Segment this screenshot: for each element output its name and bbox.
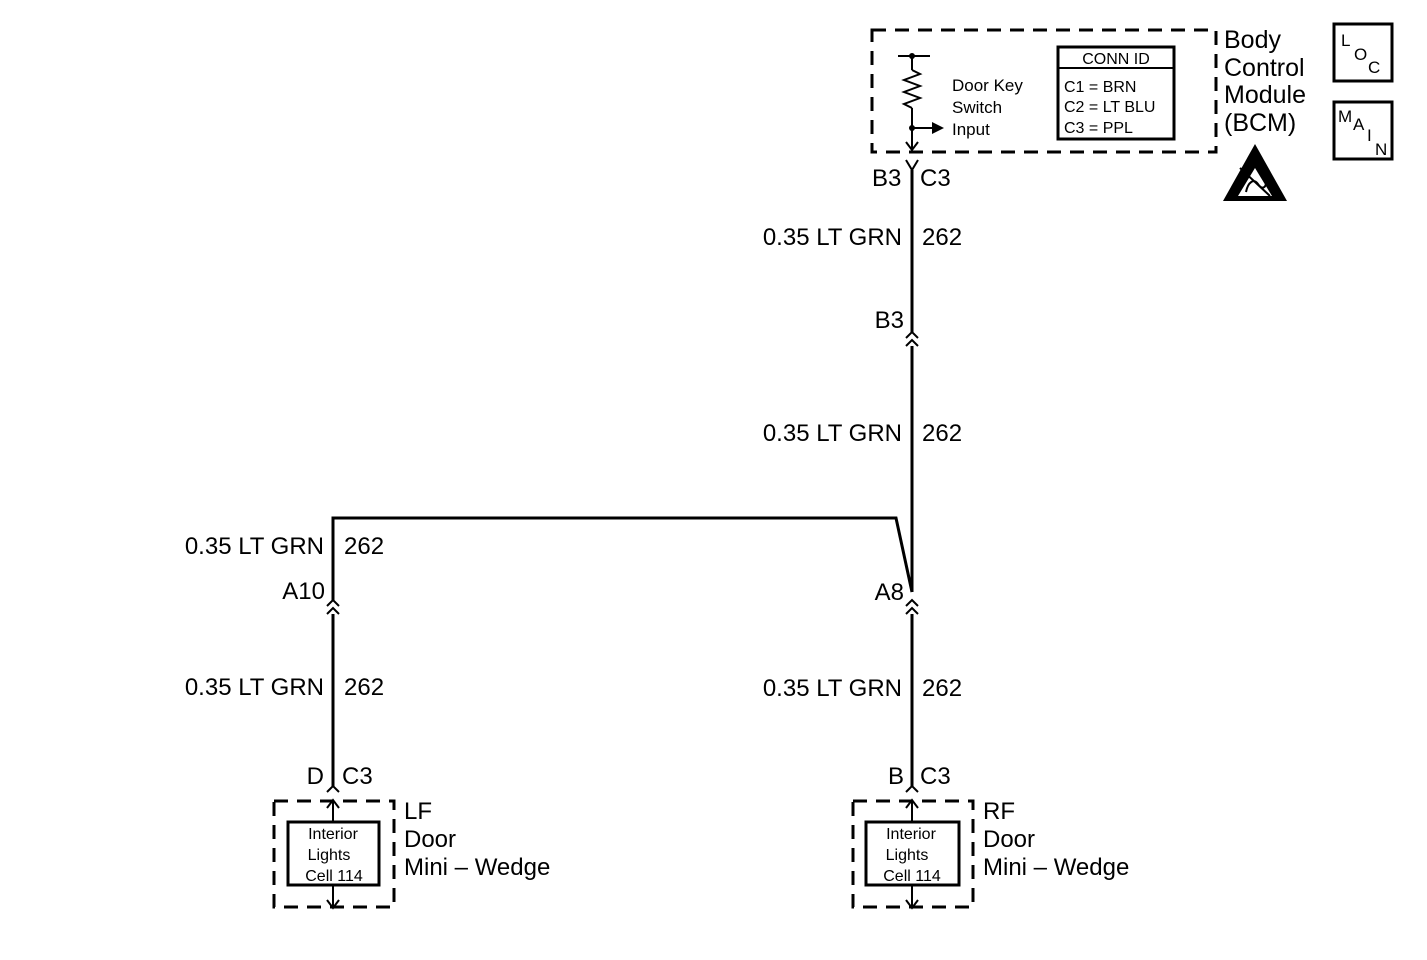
lf-name-2: Door: [404, 826, 456, 853]
wire2-gauge: 0.35 LT GRN: [763, 420, 902, 447]
bcm-title-3: Module: [1224, 81, 1306, 109]
bcm-title-4: (BCM): [1224, 109, 1296, 137]
wire4-circuit: 262: [344, 674, 384, 701]
conn-id-header: CONN ID: [1082, 51, 1150, 68]
bcm-component: Door Key Switch Input CONN ID C1 = BRN C…: [870, 26, 1306, 201]
bcm-outline: [870, 28, 1218, 154]
lf-door-component: D C3 Interior Lights Cell 114 LF Door Mi…: [272, 763, 550, 910]
wire3-circuit: 262: [344, 533, 384, 560]
bcm-pin-label: B3: [872, 165, 901, 192]
main-letter-a: A: [1353, 115, 1365, 134]
wire5-circuit: 262: [922, 675, 962, 702]
wire5-gauge: 0.35 LT GRN: [763, 675, 902, 702]
rf-name-1: RF: [983, 798, 1015, 825]
rf-connector-label: C3: [920, 763, 951, 790]
main-letter-n: N: [1375, 140, 1387, 159]
wire-network: [326, 159, 919, 793]
wire1-gauge: 0.35 LT GRN: [763, 224, 902, 251]
inline-connector-a8: A8: [875, 579, 904, 606]
rf-door-component: B C3 Interior Lights Cell 114 RF Door Mi…: [851, 763, 1129, 910]
main-letter-m: M: [1338, 107, 1352, 126]
rf-ref-line-1: Interior: [886, 826, 936, 843]
main-button[interactable]: M A I N: [1332, 100, 1394, 161]
wire2-circuit: 262: [922, 420, 962, 447]
rf-name-2: Door: [983, 826, 1035, 853]
inline-connector-b3: B3: [875, 307, 904, 334]
conn-id-table: CONN ID C1 = BRN C2 = LT BLU C3 = PPL: [1056, 45, 1176, 141]
wire1-circuit: 262: [922, 224, 962, 251]
bcm-input-label-1: Door Key: [952, 76, 1023, 95]
rf-pin-label: B: [888, 763, 904, 790]
conn-id-c1: C1 = BRN: [1064, 79, 1136, 96]
lf-ref-line-2: Lights: [308, 847, 351, 864]
wire3-gauge: 0.35 LT GRN: [185, 533, 324, 560]
lf-cell-ref-box[interactable]: [286, 820, 381, 887]
main-letter-i: I: [1367, 126, 1372, 145]
lf-name-3: Mini – Wedge: [404, 854, 550, 881]
door-key-switch-input-icon: [898, 53, 944, 152]
bcm-input-label-2: Switch: [952, 98, 1002, 117]
bcm-title-2: Control: [1224, 54, 1305, 82]
lf-ref-line-1: Interior: [308, 826, 358, 843]
esd-warning-icon: [1223, 144, 1287, 201]
inline-connector-a10: A10: [282, 578, 325, 605]
rf-ref-line-3: Cell 114: [883, 868, 941, 885]
loc-letter-l: L: [1341, 31, 1350, 50]
lf-name-1: LF: [404, 798, 432, 825]
conn-id-c2: C2 = LT BLU: [1064, 99, 1155, 116]
conn-id-c3: C3 = PPL: [1064, 120, 1133, 137]
loc-letter-o: O: [1354, 45, 1367, 64]
rf-ref-line-2: Lights: [886, 847, 929, 864]
lf-pin-label: D: [307, 763, 324, 790]
bcm-connector-label: C3: [920, 165, 951, 192]
loc-letter-c: C: [1368, 58, 1380, 77]
rf-cell-ref-box[interactable]: [864, 820, 961, 887]
lf-connector-label: C3: [342, 763, 373, 790]
rf-name-3: Mini – Wedge: [983, 854, 1129, 881]
bcm-title-1: Body: [1224, 26, 1281, 54]
loc-button[interactable]: L O C: [1332, 22, 1394, 83]
bcm-input-label-3: Input: [952, 120, 990, 139]
wire4-gauge: 0.35 LT GRN: [185, 674, 324, 701]
lf-ref-line-3: Cell 114: [305, 868, 363, 885]
